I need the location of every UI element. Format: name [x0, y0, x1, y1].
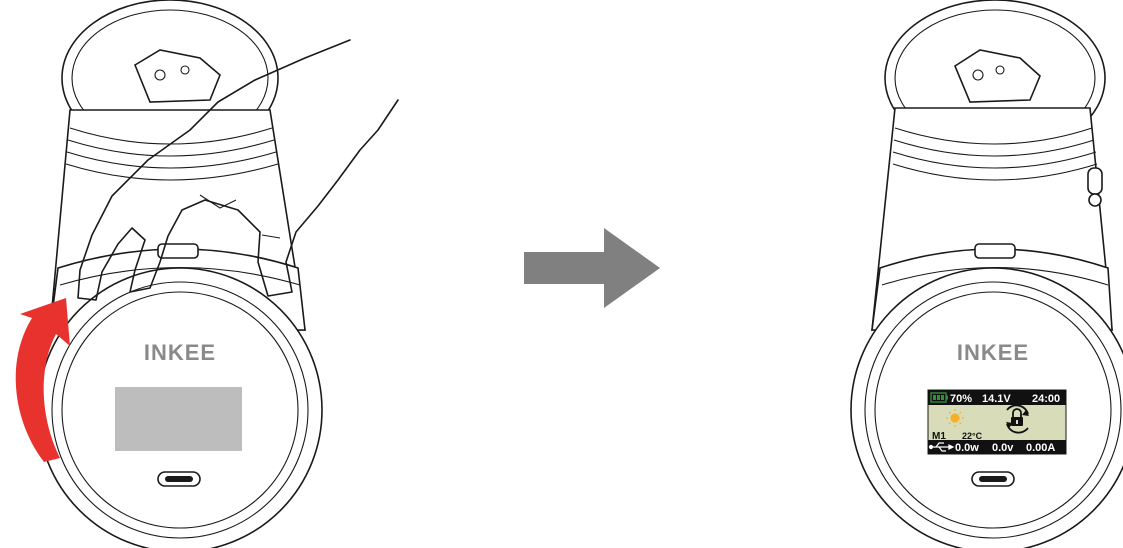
blank-display [115, 387, 242, 451]
voltage-readout: 14.1V [982, 393, 1011, 405]
current-readout: 0.00A [1026, 442, 1055, 454]
lit-display: 70% 14.1V 24:00 [928, 390, 1066, 454]
runtime-readout: 24:00 [1032, 393, 1060, 405]
left-brand-logo: INKEE [144, 340, 216, 365]
right-flashlight: INKEE 70% 14.1V 24:00 [851, 0, 1123, 548]
battery-percent: 70% [950, 393, 972, 405]
mode-readout: M1 [932, 431, 946, 442]
usb-voltage-readout: 0.0v [992, 442, 1014, 454]
temperature-readout: 22°C [962, 431, 983, 441]
left-flashlight: INKEE [16, 0, 398, 548]
right-arrow-icon [524, 228, 660, 308]
power-readout: 0.0w [955, 442, 979, 454]
right-brand-logo: INKEE [957, 340, 1029, 365]
